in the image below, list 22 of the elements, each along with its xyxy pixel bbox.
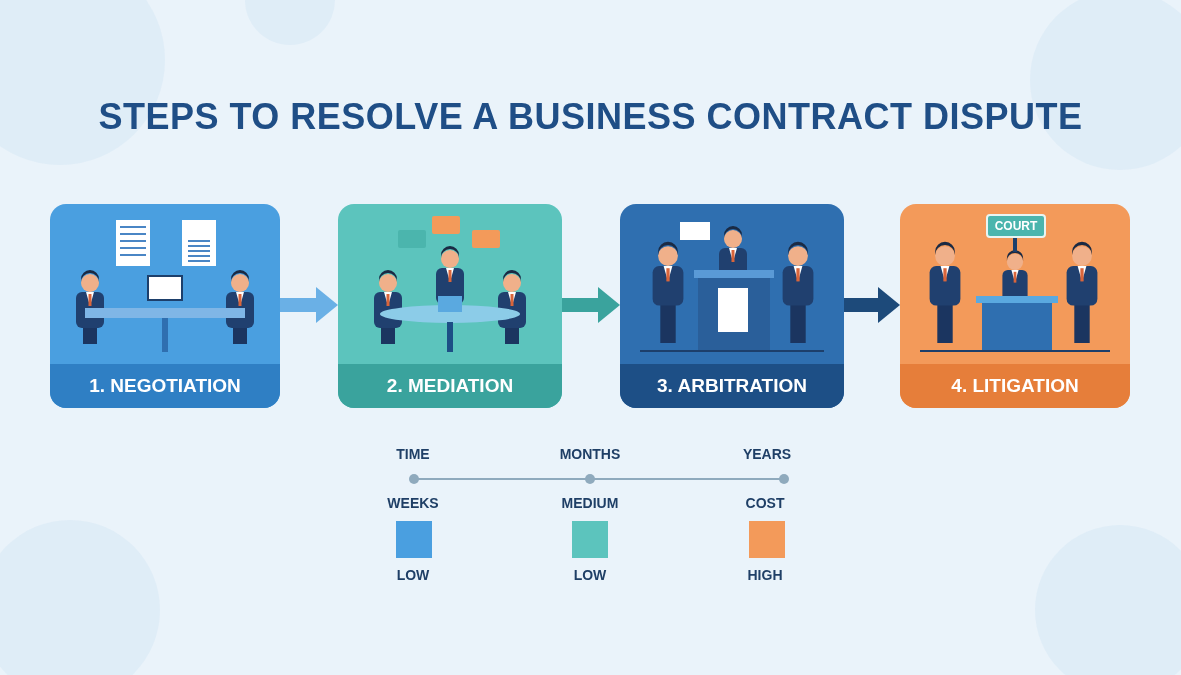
scale-label: YEARS xyxy=(741,446,793,462)
scale-label: COST xyxy=(744,495,786,511)
scale-label: MEDIUM xyxy=(560,495,620,511)
step-title: 1. NEGOTIATION xyxy=(50,364,280,408)
scale-label: LOW xyxy=(395,567,431,583)
arrow xyxy=(280,287,338,323)
step-card xyxy=(50,204,280,408)
title: STEPS TO RESOLVE A BUSINESS CONTRACT DISPUTE xyxy=(97,96,1084,138)
scale-label: HIGH xyxy=(746,567,784,583)
step-title: 3. ARBITRATION xyxy=(620,364,844,408)
step-title: 2. MEDIATION xyxy=(338,364,562,408)
scale-label: LOW xyxy=(572,567,608,583)
scale-label: WEEKS xyxy=(386,495,440,511)
step-title: 4. LITIGATION xyxy=(900,364,1130,408)
arrow xyxy=(844,287,900,323)
step-card xyxy=(900,204,1130,408)
step-card xyxy=(620,204,844,408)
step-card xyxy=(338,204,562,408)
arrow xyxy=(562,287,620,323)
scale-label: TIME xyxy=(395,446,431,462)
court-sign: COURT xyxy=(986,214,1046,238)
scale-label: MONTHS xyxy=(558,446,622,462)
